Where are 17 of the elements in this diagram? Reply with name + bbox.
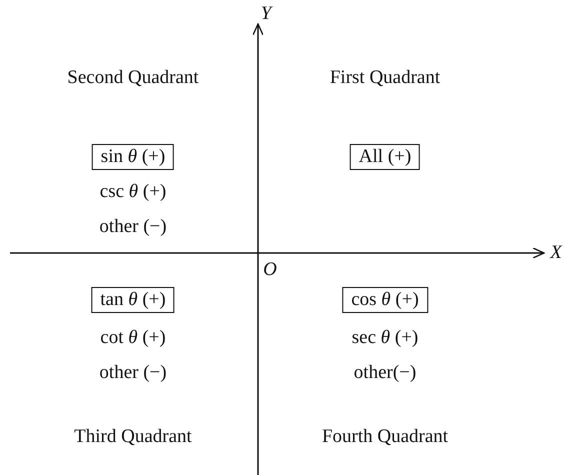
quadrant-label: Fourth Quadrant bbox=[322, 426, 448, 448]
boxed-function-sign: cos θ (+) bbox=[342, 287, 428, 313]
origin-label: O bbox=[263, 259, 277, 281]
quadrant-label: First Quadrant bbox=[330, 67, 440, 89]
function-sign: other (−) bbox=[99, 362, 167, 384]
quadrant-label: Second Quadrant bbox=[67, 67, 199, 89]
boxed-function-sign: sin θ (+) bbox=[92, 144, 174, 170]
function-sign: csc θ (+) bbox=[100, 181, 166, 203]
function-sign: sec θ (+) bbox=[352, 327, 418, 349]
quadrant-label: Third Quadrant bbox=[74, 426, 192, 448]
function-sign: cot θ (+) bbox=[100, 327, 166, 349]
axis-label: Y bbox=[260, 3, 272, 25]
function-sign: other (−) bbox=[99, 216, 167, 238]
axis-label: X bbox=[550, 242, 562, 264]
function-sign: other(−) bbox=[354, 362, 416, 384]
boxed-function-sign: tan θ (+) bbox=[91, 287, 175, 313]
boxed-function-sign: All (+) bbox=[350, 144, 420, 170]
